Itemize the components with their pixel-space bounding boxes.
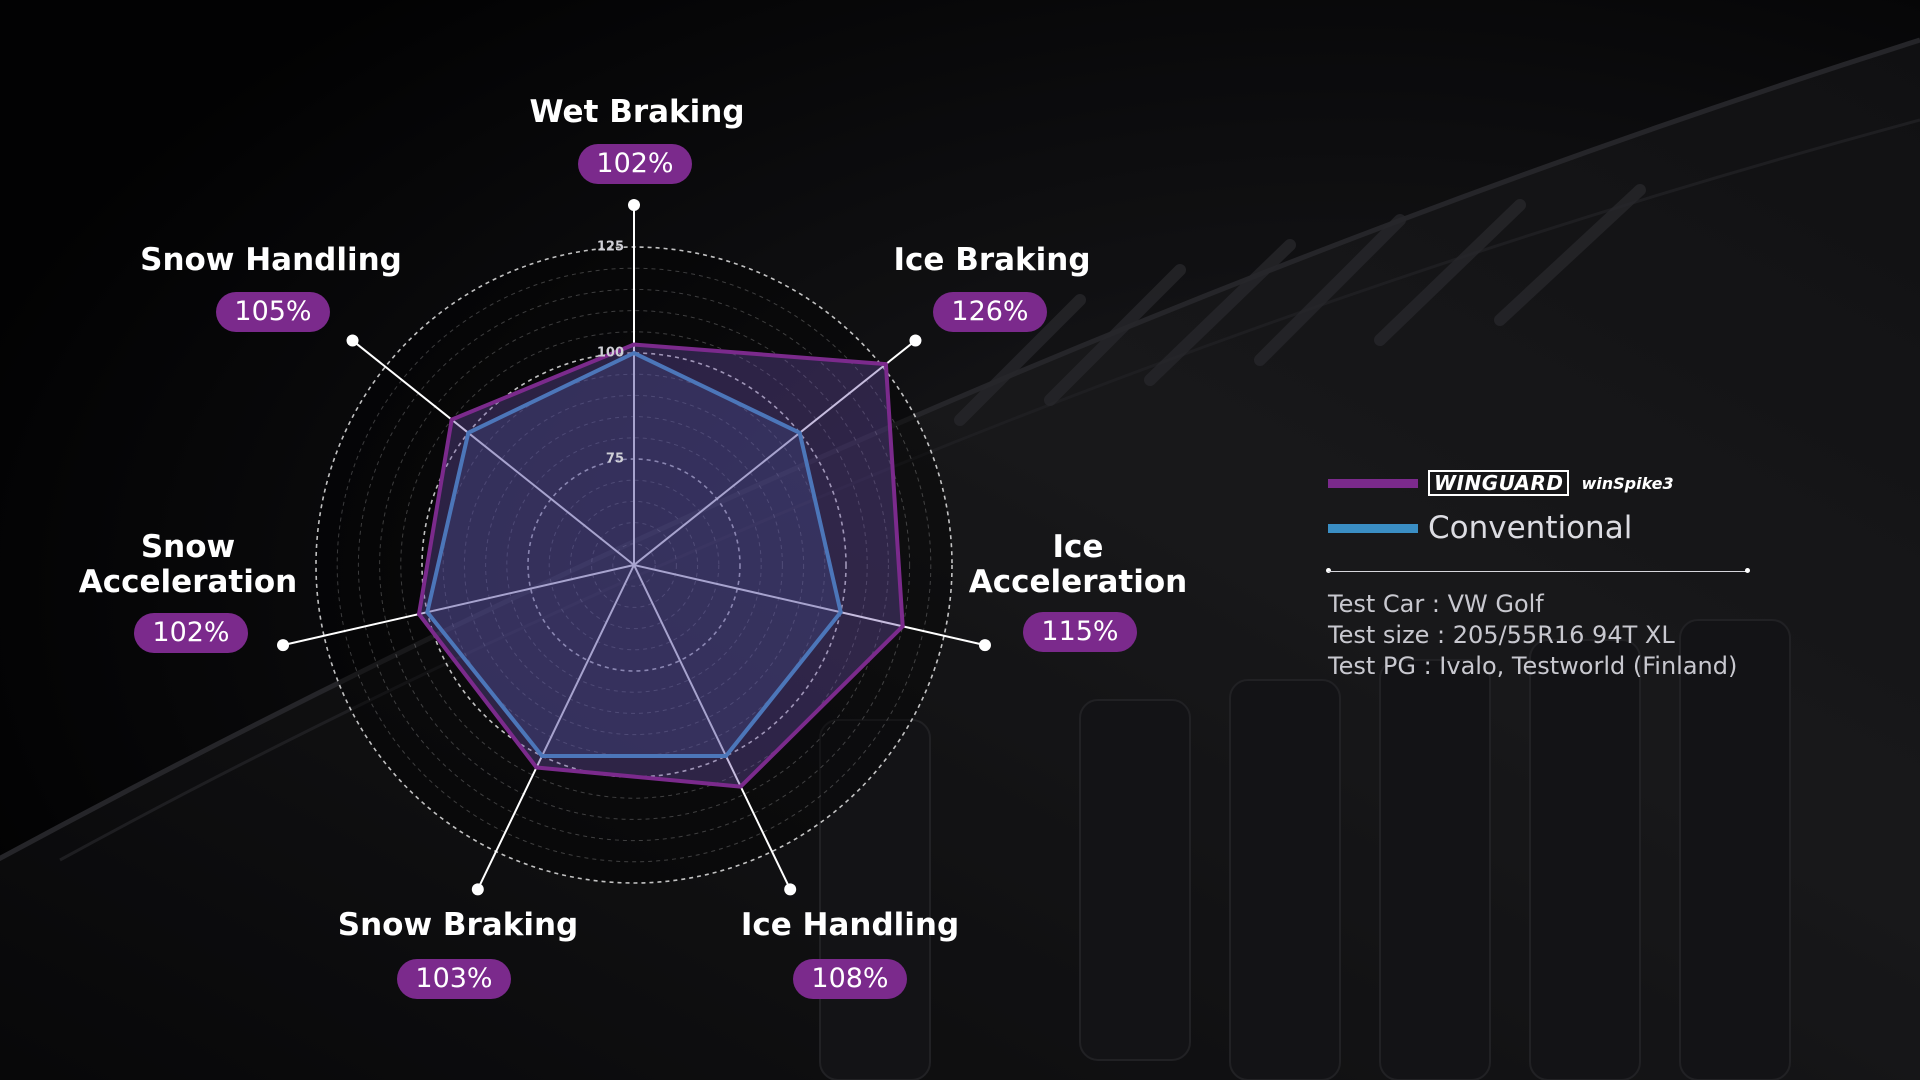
test-size-note: Test size : 205/55R16 94T XL: [1328, 621, 1675, 649]
radar-spokes: [277, 199, 991, 896]
spoke-5: [282, 564, 635, 647]
grid-ring: [548, 479, 720, 651]
spoke-end-dot-0: [628, 199, 640, 211]
grid-ring: [336, 267, 932, 863]
axis-label-ice-braking: Ice Braking: [893, 242, 1091, 278]
percent-badge-ice-braking: 126%: [933, 292, 1047, 332]
test-pg-note: Test PG : Ivalo, Testworld (Finland): [1328, 652, 1738, 680]
percent-badge-ice-acceleration: 115%: [1023, 612, 1137, 652]
percent-badge-snow-acceleration: 102%: [134, 613, 248, 653]
axis-label-ice-handling: Ice Handling: [740, 907, 960, 943]
legend: WINGUARD winSpike3 Conventional Test Car…: [1326, 470, 1750, 690]
axis-label-ice-acceleration: Ice Acceleration: [968, 529, 1188, 600]
grid-ring: [463, 394, 805, 736]
percent-badge-snow-handling: 105%: [216, 292, 330, 332]
grid-ring: [506, 437, 762, 693]
legend-swatch-conventional: [1328, 523, 1418, 533]
grid-ring: [591, 522, 677, 608]
legend-divider: [1328, 571, 1748, 572]
axis-label-snow-braking: Snow Braking: [337, 907, 579, 943]
brand-logo-winspike3: winSpike3: [1581, 473, 1674, 493]
divider-dot-left: [1326, 568, 1331, 573]
spoke-2: [633, 564, 986, 647]
divider-dot-right: [1745, 568, 1750, 573]
test-car-note: Test Car : VW Golf: [1328, 590, 1544, 618]
axis-label-snow-acceleration: Snow Acceleration: [78, 529, 298, 600]
series-conventional-polygon: [425, 351, 843, 758]
percent-badge-snow-braking: 103%: [397, 959, 511, 999]
spoke-end-dot-4: [471, 883, 484, 896]
spoke-3: [633, 564, 792, 890]
legend-swatch-winguard: [1328, 478, 1418, 488]
legend-item-winguard: WINGUARD winSpike3: [1328, 470, 1674, 496]
spoke-4: [476, 564, 635, 890]
axis-label-wet-braking: Wet Braking: [529, 94, 745, 130]
legend-label-conventional: Conventional: [1428, 510, 1633, 546]
spoke-end-dot-6: [346, 334, 359, 347]
radial-tick-label-75: 75: [605, 451, 624, 467]
axis-label-snow-handling: Snow Handling: [140, 242, 402, 278]
spoke-end-dot-3: [784, 883, 797, 896]
spoke-end-dot-5: [277, 639, 290, 652]
grid-ring: [379, 310, 889, 820]
spoke-end-dot-2: [978, 639, 991, 652]
percent-badge-wet-braking: 102%: [578, 144, 692, 184]
legend-item-conventional: Conventional: [1328, 510, 1632, 546]
radial-tick-label-125: 125: [596, 239, 624, 255]
brand-logo-winguard: WINGUARD: [1428, 470, 1570, 496]
spoke-1: [633, 339, 917, 566]
radial-tick-label-100: 100: [596, 345, 624, 361]
grid-ring: [421, 352, 847, 778]
percent-badge-ice-handling: 108%: [793, 959, 907, 999]
spoke-end-dot-1: [909, 334, 922, 347]
series-winguard-polygon: [417, 342, 905, 789]
spoke-6: [351, 339, 635, 566]
radar-series: [417, 342, 905, 789]
